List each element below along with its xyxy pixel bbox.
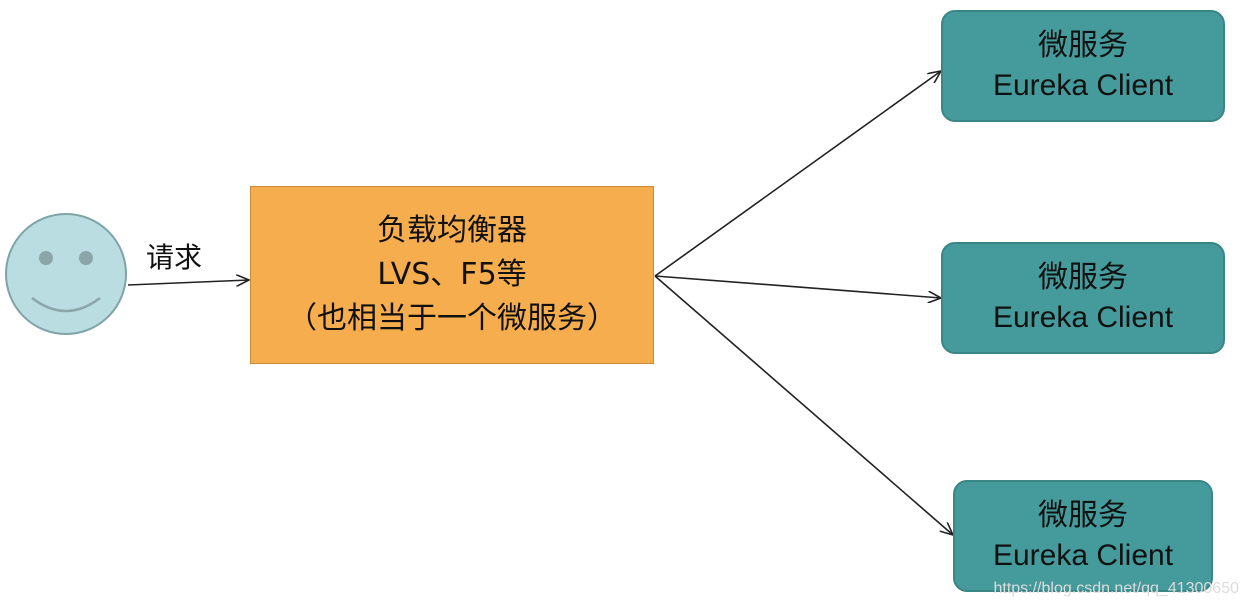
arrow-balancer-to-service-3 [654,275,953,535]
microservice-subtitle: Eureka Client [992,539,1174,572]
watermark: https://blog.csdn.net/qq_41300650 [993,580,1239,597]
arrow-balancer-to-service-2 [654,275,941,298]
microservice-subtitle: Eureka Client [992,69,1174,102]
request-label: 请求 [146,241,203,274]
arrow-balancer-to-service-1 [654,71,941,277]
smiley-face-icon [5,213,127,335]
load-balancer-examples: LVS、F5等 [377,257,527,292]
microservice-title: 微服务 [1038,28,1128,63]
load-balancer-box: 负载均衡器 LVS、F5等 （也相当于一个微服务） [250,186,654,364]
microservice-title: 微服务 [1038,498,1128,533]
microservice-subtitle: Eureka Client [992,301,1174,334]
microservice-box-3: 微服务 Eureka Client [953,480,1213,592]
microservice-box-1: 微服务 Eureka Client [941,10,1225,122]
microservice-box-2: 微服务 Eureka Client [941,242,1225,354]
microservice-title: 微服务 [1038,260,1128,295]
load-balancer-title: 负载均衡器 [377,213,527,248]
load-balancer-note: （也相当于一个微服务） [287,301,617,336]
arrow-user-to-balancer [127,280,249,285]
